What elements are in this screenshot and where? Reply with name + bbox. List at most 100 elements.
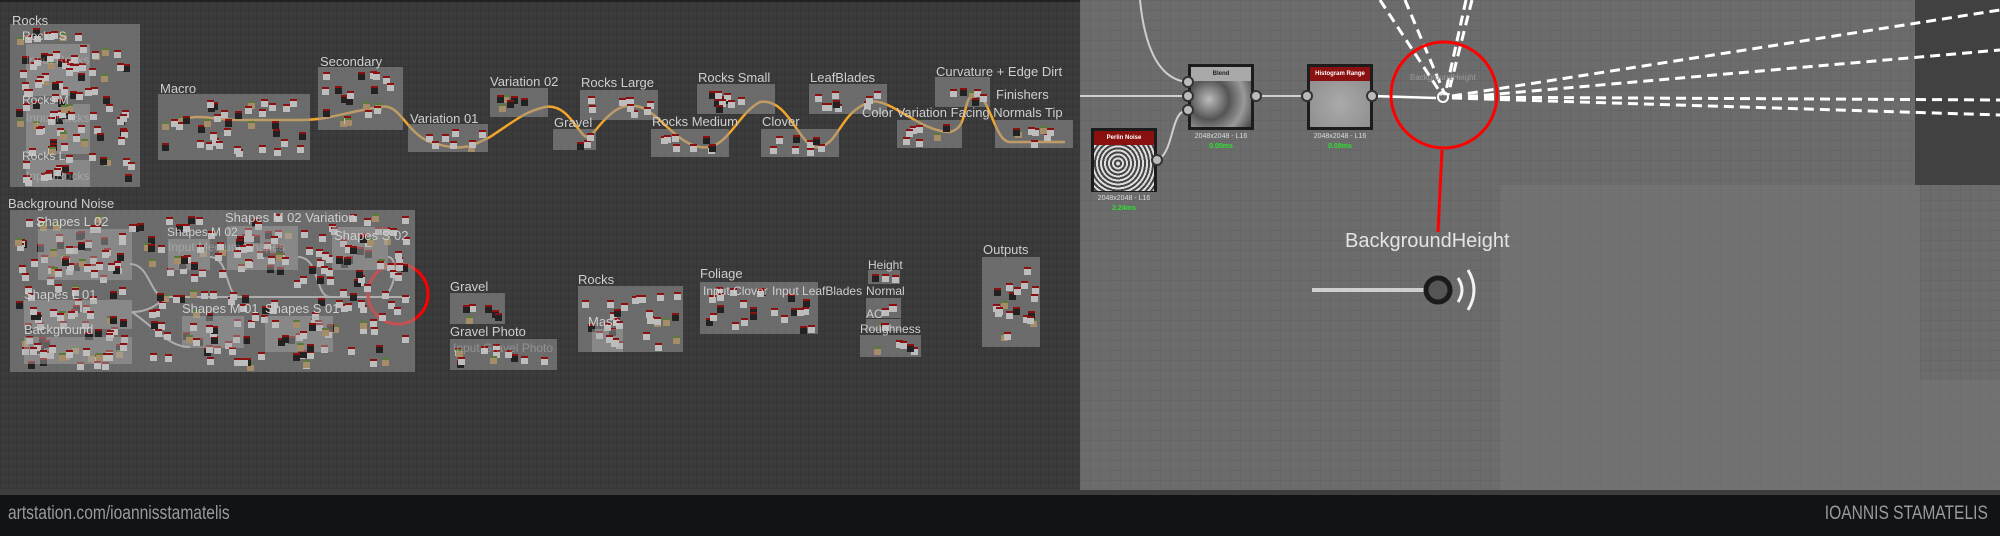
graph-node[interactable]	[102, 249, 110, 258]
graph-node[interactable]	[56, 233, 64, 242]
graph-node[interactable]	[582, 299, 590, 308]
graph-node[interactable]	[371, 86, 379, 95]
graph-node[interactable]	[386, 263, 394, 272]
graph-node[interactable]	[588, 96, 596, 105]
graph-node[interactable]	[253, 234, 261, 243]
graph-node[interactable]	[204, 118, 212, 127]
graph-node[interactable]	[307, 351, 315, 360]
graph-node[interactable]	[74, 33, 82, 42]
graph-node[interactable]	[672, 133, 680, 142]
graph-node[interactable]	[776, 135, 784, 144]
frame-shapes-l-02[interactable]	[38, 229, 132, 280]
graph-node[interactable]	[90, 256, 98, 264]
graph-node[interactable]	[60, 86, 68, 95]
graph-node[interactable]	[94, 360, 102, 369]
graph-node[interactable]	[224, 127, 232, 136]
graph-node[interactable]	[72, 288, 80, 297]
graph-node[interactable]	[34, 342, 42, 351]
frame-mask[interactable]	[592, 329, 623, 352]
graph-node[interactable]	[14, 238, 22, 247]
graph-node[interactable]	[490, 355, 498, 364]
graph-node[interactable]	[190, 323, 198, 332]
graph-node[interactable]	[331, 324, 339, 333]
graph-node[interactable]	[52, 94, 60, 103]
graph-node[interactable]	[197, 140, 205, 149]
graph-node[interactable]	[657, 293, 665, 302]
graph-node[interactable]	[66, 246, 74, 255]
graph-node[interactable]	[171, 119, 179, 128]
graph-node[interactable]	[1000, 301, 1008, 310]
graph-node[interactable]	[992, 303, 1000, 312]
graph-node[interactable]	[611, 338, 619, 347]
graph-node[interactable]	[481, 345, 489, 354]
graph-node[interactable]	[259, 108, 267, 117]
graph-node[interactable]	[882, 323, 890, 331]
graph-node[interactable]	[635, 295, 643, 304]
graph-node[interactable]	[296, 145, 304, 154]
graph-node[interactable]	[57, 241, 65, 250]
graph-node[interactable]	[61, 105, 69, 113]
graph-node[interactable]	[1031, 286, 1039, 295]
graph-node[interactable]	[94, 329, 102, 338]
input-port[interactable]	[1182, 104, 1194, 116]
graph-node[interactable]	[895, 340, 903, 349]
graph-node[interactable]	[770, 146, 778, 155]
graph-node[interactable]	[588, 323, 596, 332]
graph-node[interactable]	[321, 251, 329, 260]
graph-node[interactable]	[118, 233, 126, 241]
graph-node[interactable]	[52, 222, 60, 231]
graph-node[interactable]	[28, 292, 36, 301]
graph-node[interactable]	[750, 311, 758, 320]
graph-node[interactable]	[33, 28, 41, 37]
graph-node[interactable]	[33, 101, 41, 110]
graph-node[interactable]	[53, 168, 61, 177]
graph-node[interactable]	[25, 323, 33, 332]
frame-normal[interactable]	[866, 298, 901, 318]
graph-node[interactable]	[33, 58, 41, 67]
graph-node[interactable]	[158, 322, 166, 331]
graph-node[interactable]	[540, 356, 548, 365]
graph-node[interactable]	[234, 146, 242, 155]
graph-node[interactable]	[321, 344, 329, 353]
graph-node[interactable]	[147, 244, 155, 253]
graph-node[interactable]	[363, 102, 371, 111]
graph-node[interactable]	[70, 90, 78, 99]
graph-node[interactable]	[832, 90, 840, 99]
graph-node[interactable]	[814, 94, 822, 103]
graph-node[interactable]	[159, 300, 167, 309]
graph-node[interactable]	[26, 218, 34, 227]
graph-node[interactable]	[469, 304, 477, 313]
graph-node[interactable]	[277, 338, 285, 347]
graph-node[interactable]	[99, 156, 107, 165]
graph-node[interactable]	[663, 134, 671, 143]
graph-node[interactable]	[162, 293, 170, 302]
graph-node[interactable]	[441, 134, 449, 143]
graph-node[interactable]	[1028, 311, 1036, 320]
graph-node[interactable]	[1027, 315, 1035, 324]
graph-node[interactable]	[740, 299, 748, 308]
graph-node[interactable]	[317, 275, 325, 284]
graph-node[interactable]	[1021, 280, 1029, 289]
graph-node[interactable]	[78, 259, 86, 268]
graph-node[interactable]	[234, 318, 242, 327]
graph-node[interactable]	[83, 263, 91, 272]
output-port[interactable]	[1250, 90, 1262, 102]
graph-node[interactable]	[48, 60, 56, 69]
graph-node[interactable]	[493, 344, 501, 353]
graph-node[interactable]	[1022, 314, 1030, 323]
graph-node[interactable]	[933, 132, 941, 141]
graph-node[interactable]	[381, 357, 389, 366]
graph-node[interactable]	[24, 35, 32, 44]
graph-node[interactable]	[497, 94, 505, 103]
graph-node[interactable]	[873, 346, 881, 355]
frame-shapes-s-01[interactable]	[265, 316, 333, 352]
graph-node[interactable]	[258, 144, 266, 153]
graph-node[interactable]	[206, 99, 214, 108]
graph-node[interactable]	[82, 348, 90, 357]
graph-node[interactable]	[373, 71, 381, 80]
graph-node[interactable]	[646, 101, 654, 110]
graph-node[interactable]	[72, 345, 80, 354]
graph-node[interactable]	[902, 137, 910, 146]
graph-node[interactable]	[150, 321, 158, 330]
graph-node[interactable]	[275, 253, 283, 262]
